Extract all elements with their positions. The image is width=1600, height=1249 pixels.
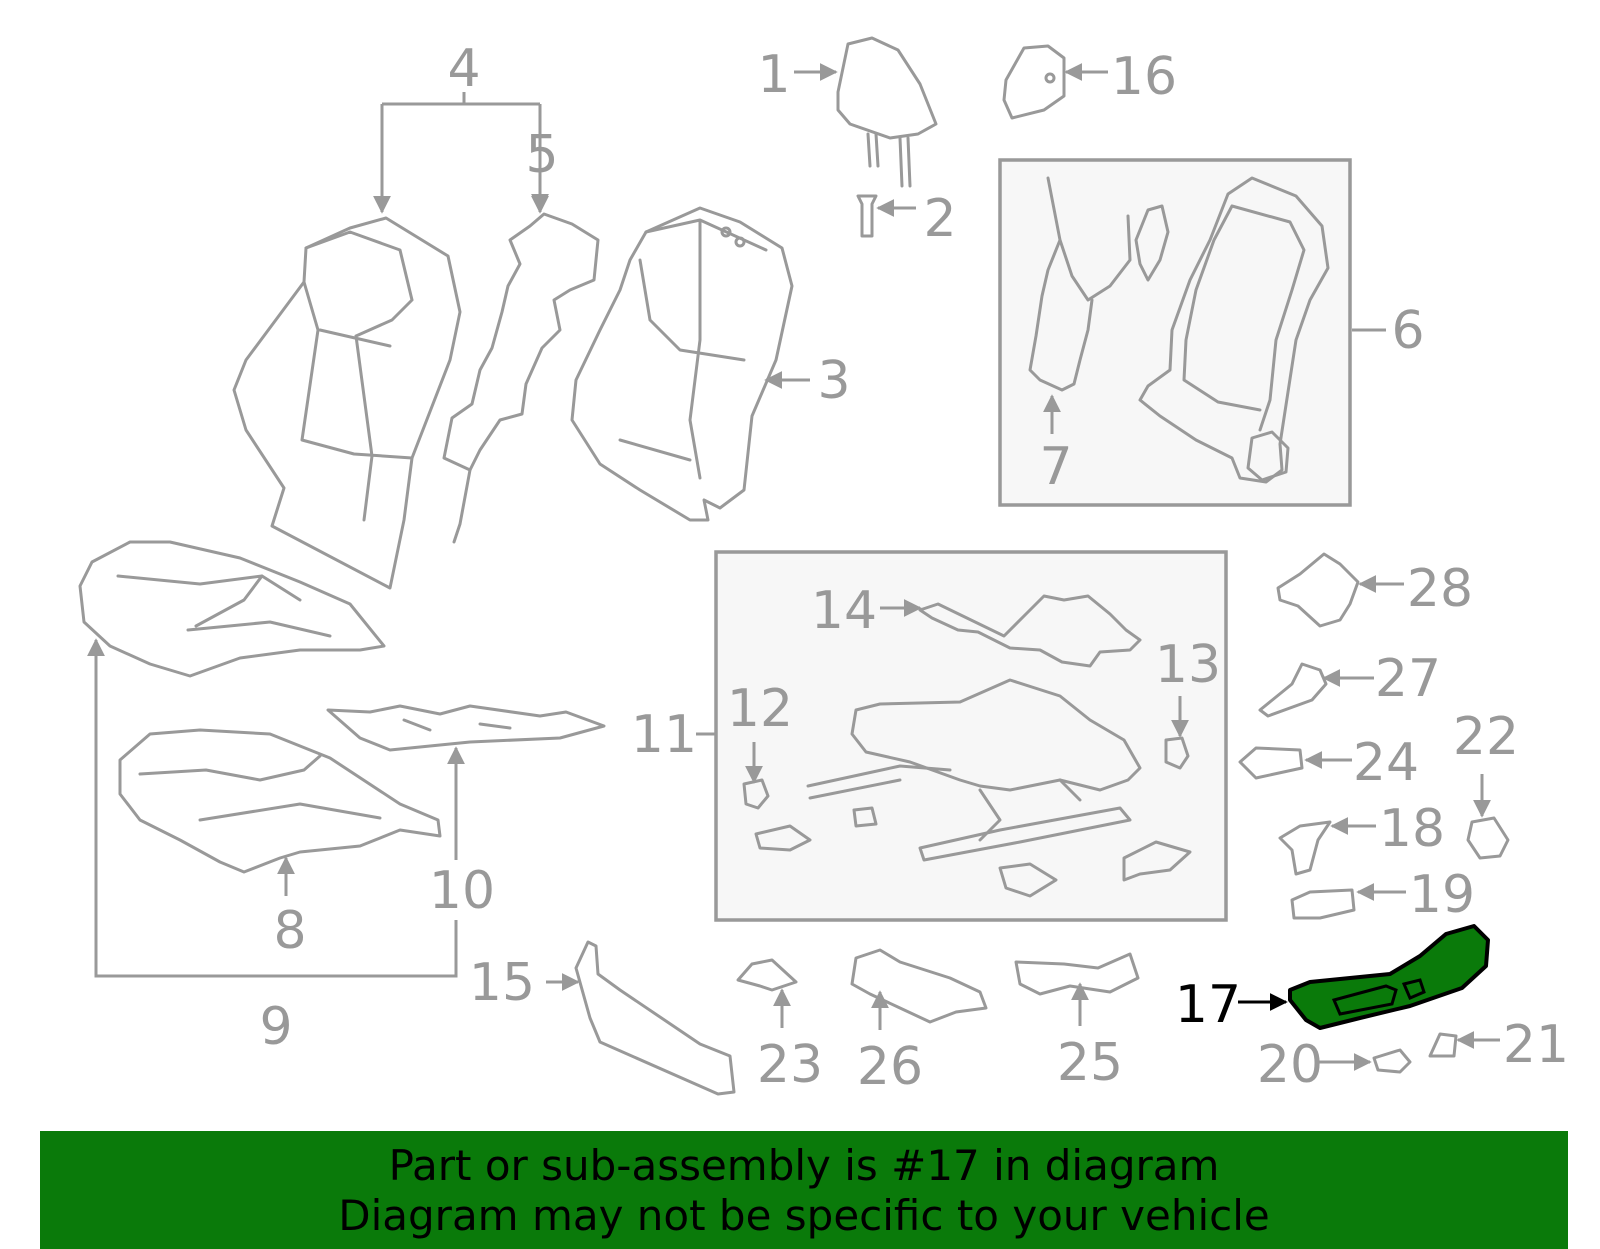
callout-4: 4 (447, 39, 480, 99)
part-13-bracket[interactable] (1164, 736, 1190, 770)
callout-1: 1 (757, 45, 790, 105)
callout-13: 13 (1155, 635, 1221, 695)
part-17-side-shield-highlighted[interactable] (1288, 924, 1490, 1030)
part-3-seatback-pad[interactable] (570, 206, 794, 522)
part-11-seat-track[interactable] (806, 678, 1142, 862)
part-2-guide[interactable] (856, 194, 878, 238)
callout-19: 19 (1409, 865, 1475, 925)
part-15-shield-cover[interactable] (574, 940, 736, 1096)
callout-9: 9 (259, 997, 292, 1057)
part-23-clip[interactable] (736, 958, 798, 992)
part-14-height-adjuster[interactable] (918, 594, 1142, 668)
seat-track-group-box (714, 550, 1228, 922)
part-22-knob[interactable] (1466, 816, 1510, 860)
callout-21: 21 (1503, 1015, 1569, 1075)
callout-28: 28 (1407, 559, 1473, 619)
callout-6: 6 (1391, 301, 1424, 361)
banner-line-1: Part or sub-assembly is #17 in diagram (388, 1141, 1220, 1190)
callout-5: 5 (525, 125, 558, 185)
part-4-seatback-cover[interactable] (232, 216, 462, 590)
callout-20: 20 (1257, 1035, 1323, 1095)
part-6-seatback-frame[interactable] (1138, 176, 1330, 484)
callout-24: 24 (1353, 733, 1419, 793)
info-banner: Part or sub-assembly is #17 in diagram D… (40, 1131, 1568, 1249)
part-7-side-frame[interactable] (1028, 176, 1170, 392)
part-28-bracket[interactable] (1276, 552, 1360, 628)
callout-15: 15 (469, 953, 535, 1013)
part-8-cushion-pad[interactable] (118, 728, 442, 874)
part-18-bracket[interactable] (1278, 820, 1332, 876)
seatback-frame-group-box (998, 158, 1352, 507)
callout-8: 8 (273, 901, 306, 961)
part-20-knob[interactable] (1372, 1048, 1412, 1074)
leader-lines (87, 63, 1500, 1071)
callout-16: 16 (1111, 47, 1177, 107)
part-16-cover[interactable] (1002, 44, 1066, 120)
callout-10: 10 (429, 861, 495, 921)
callout-25: 25 (1057, 1033, 1123, 1093)
part-10-cushion-heater[interactable] (326, 704, 606, 752)
callout-3: 3 (817, 351, 850, 411)
callout-7: 7 (1039, 437, 1072, 497)
part-27-clip[interactable] (1258, 662, 1328, 718)
part-26-linkage[interactable] (850, 948, 988, 1024)
callout-23: 23 (757, 1035, 823, 1095)
callout-12: 12 (727, 679, 793, 739)
part-5-heater[interactable] (442, 212, 600, 544)
callout-27: 27 (1375, 649, 1441, 709)
banner-line-2: Diagram may not be specific to your vehi… (338, 1191, 1270, 1240)
callout-2: 2 (923, 189, 956, 249)
part-19-switch-base[interactable] (1290, 888, 1356, 920)
track-motor-parts[interactable] (754, 806, 1192, 898)
part-25-cable[interactable] (1014, 952, 1140, 996)
part-21-knob[interactable] (1428, 1032, 1458, 1058)
part-24-trim[interactable] (1238, 746, 1304, 780)
part-9-cushion-cover[interactable] (78, 540, 386, 678)
callout-26: 26 (857, 1037, 923, 1097)
callout-18: 18 (1379, 799, 1445, 859)
part-1-headrest[interactable] (836, 36, 938, 188)
callout-14: 14 (811, 581, 877, 641)
callout-22: 22 (1453, 707, 1519, 767)
callout-17-highlighted: 17 (1175, 975, 1241, 1035)
callout-11: 11 (631, 705, 697, 765)
